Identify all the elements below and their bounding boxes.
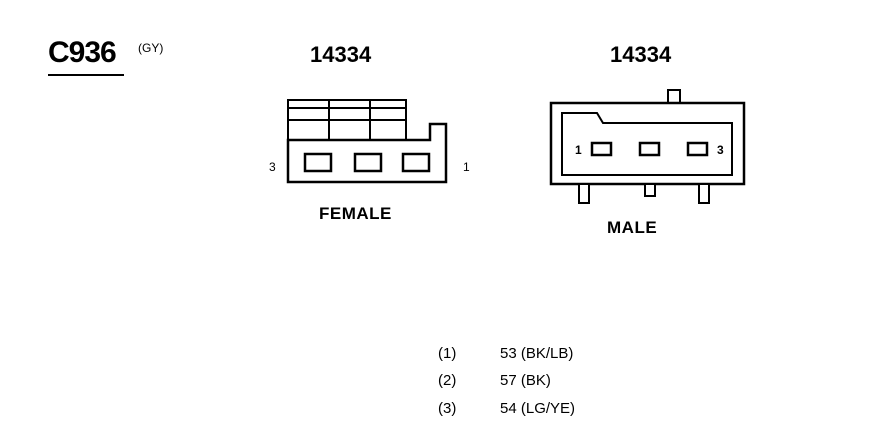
connector-color-code: (GY) xyxy=(138,41,164,55)
pinout-row: (1) 53 (BK/LB) xyxy=(438,345,573,362)
male-bottom-post-center xyxy=(644,183,656,197)
pinout-row: (3) 54 (LG/YE) xyxy=(438,400,575,417)
male-pin-left-label: 1 xyxy=(575,143,582,157)
female-pin-left-label: 3 xyxy=(269,160,276,174)
male-pin-right-label: 3 xyxy=(717,143,724,157)
female-cavity-3 xyxy=(303,152,333,173)
male-pin-2 xyxy=(638,141,661,157)
male-caption: MALE xyxy=(607,218,658,237)
pinout-row: (2) 57 (BK) xyxy=(438,372,551,389)
male-inner-contour xyxy=(561,112,733,176)
male-pin-3 xyxy=(686,141,709,157)
connector-id-underline xyxy=(48,74,124,76)
male-part-number: 14334 xyxy=(610,42,672,67)
female-cavity-2 xyxy=(353,152,383,173)
pinout-circuit: 54 (LG/YE) xyxy=(500,400,576,417)
female-part-number: 14334 xyxy=(310,42,372,67)
female-caption: FEMALE xyxy=(319,204,392,223)
female-cavity-1 xyxy=(401,152,431,173)
pinout-pin: (1) xyxy=(438,345,457,362)
male-bottom-post-right xyxy=(698,183,710,204)
pinout-pin: (2) xyxy=(438,372,457,389)
pinout-circuit: 53 (BK/LB) xyxy=(500,345,574,362)
male-bottom-post-left xyxy=(578,183,590,204)
female-pin-right-label: 1 xyxy=(463,160,470,174)
male-pin-1 xyxy=(590,141,613,157)
female-body xyxy=(286,122,448,184)
pinout-pin: (3) xyxy=(438,400,457,417)
pinout-circuit: 57 (BK) xyxy=(500,372,551,389)
connector-id: C936 xyxy=(48,36,117,69)
